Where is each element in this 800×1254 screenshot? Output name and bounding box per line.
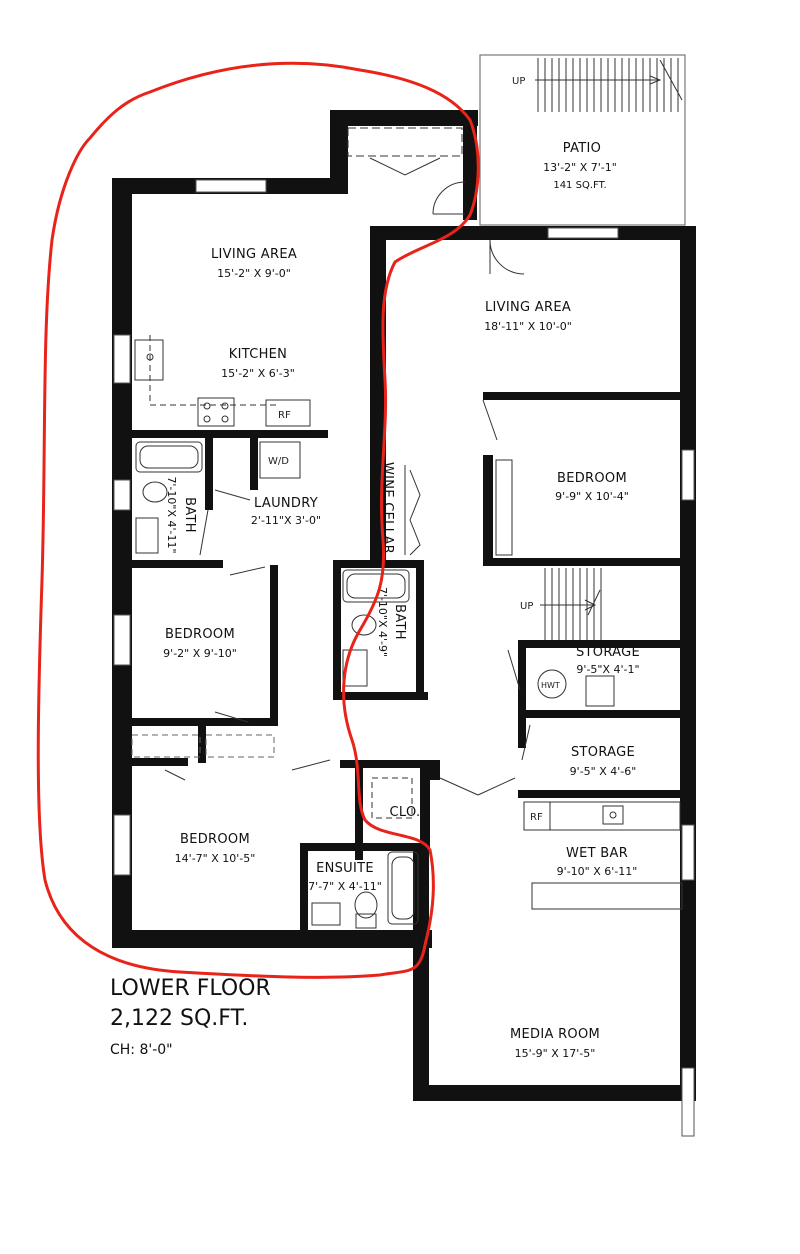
wall-midbath-left (333, 560, 341, 700)
living-left-name: LIVING AREA (211, 247, 297, 262)
wall-top-entry (330, 110, 478, 126)
fridge-label-left: RF (278, 410, 291, 421)
laundry-name: LAUNDRY (254, 496, 318, 511)
wall-bedroom-closet (483, 455, 493, 565)
bedroom-left-dim: 9'-2" X 9'-10" (163, 647, 237, 660)
wall-right (680, 226, 696, 1101)
bedroom-left-name: BEDROOM (165, 627, 235, 642)
living-right-name: LIVING AREA (485, 300, 571, 315)
stairs-up-right (540, 568, 602, 640)
wall-bedroom-top (483, 392, 683, 400)
washer-dryer-label: W/D (268, 456, 289, 467)
wall-midbath-bottom (333, 692, 428, 700)
entry-closet (347, 127, 466, 215)
media-room-dim: 15'-9" X 17'-5" (515, 1047, 596, 1060)
doors-left (164, 489, 331, 781)
patio: UP PATIO 13'-2" X 7'-1" 141 SQ.FT. (479, 54, 686, 226)
kitchen-name: KITCHEN (229, 347, 287, 362)
wet-bar-fixtures (523, 801, 683, 910)
wall-entry-right (463, 110, 477, 220)
windows (113, 179, 695, 1137)
patio-name: PATIO (563, 141, 601, 156)
wall-storage2-bottom (518, 790, 683, 798)
bath-mid-name: BATH (392, 604, 407, 640)
wall-bedroom-hall (270, 565, 278, 725)
bedroom-bottom-dim: 14'-7" X 10'-5" (175, 852, 256, 865)
wall-bottom-right (413, 1085, 696, 1101)
closet-name: CLO. (390, 805, 421, 820)
bath-left-fixtures (135, 441, 301, 554)
ensuite-fixtures (311, 777, 419, 929)
wall-storage2-left (518, 718, 526, 748)
wall-midbath-top (333, 560, 423, 568)
wall-bottom-left (112, 930, 432, 948)
bath-mid-dim: 7'-10"X 4'-9" (376, 587, 389, 657)
wall-storage1-bottom (518, 710, 683, 718)
wall-bath-laundry (205, 430, 213, 510)
wall-closet-top (340, 760, 430, 768)
storage-1-name: STORAGE (576, 645, 640, 660)
fridge-label-right: RF (530, 812, 543, 823)
storage-2-dim: 9'-5" X 4'-6" (570, 765, 637, 778)
bedroom-right-name: BEDROOM (557, 471, 627, 486)
wall-closet-bottom-l (128, 758, 188, 766)
stairs-up-label: UP (520, 601, 533, 612)
wine-cellar-door (404, 465, 421, 556)
wall-right-unit-top (370, 226, 695, 240)
storage-1-dim: 9'-5"X 4'-1" (576, 663, 639, 676)
floor-name: LOWER FLOOR (110, 976, 271, 1001)
laundry-dim: 2'-11"X 3'-0" (251, 514, 321, 527)
ensuite-name: ENSUITE (316, 861, 374, 876)
wall-bedroom-bottom (483, 558, 683, 566)
wall-media-left (413, 845, 429, 1101)
bath-left-name: BATH (182, 497, 197, 533)
kitchen-counter (134, 335, 311, 427)
wall-bedroom-ensuite (355, 760, 363, 860)
wall-top-step (330, 110, 348, 194)
red-annotation-outline (36, 61, 480, 979)
ensuite-dim: 7'-7" X 4'-11" (308, 880, 382, 893)
floor-area: 2,122 SQ.FT. (110, 1006, 248, 1031)
floor-ceiling-height: CH: 8'-0" (110, 1042, 173, 1058)
wall-ensuite-left (300, 843, 308, 933)
wall-hall-stub (430, 760, 440, 780)
kitchen-dim: 15'-2" X 6'-3" (221, 367, 295, 380)
wall-kitchen-bath (128, 430, 328, 438)
closet-left-b (205, 734, 275, 758)
patio-dim: 13'-2" X 7'-1" (543, 161, 617, 174)
wall-midbath-right (416, 560, 424, 700)
wall-storage1-left (518, 640, 526, 720)
wall-storage1-top (518, 640, 683, 648)
wet-bar-dim: 9'-10" X 6'-11" (557, 865, 638, 878)
patio-area: 141 SQ.FT. (553, 180, 606, 191)
bedroom-right-closet (495, 459, 513, 556)
wet-bar-name: WET BAR (566, 846, 628, 861)
bath-left-dim: 7'-10"X 4'-11" (165, 476, 178, 553)
closet-left-a (131, 734, 201, 758)
wall-bath-bedroom (128, 560, 223, 568)
right-doors (439, 239, 531, 796)
living-right-dim: 18'-11" X 10'-0" (484, 320, 572, 333)
storage-2-name: STORAGE (571, 745, 635, 760)
wall-closet-div (198, 718, 206, 763)
water-heater-label: HWT (541, 681, 560, 690)
living-left-dim: 15'-2" X 9'-0" (217, 267, 291, 280)
wall-ensuite-top (300, 843, 430, 851)
patio-stairs (535, 58, 683, 112)
wall-laundry-wd (250, 430, 258, 490)
bedroom-right-dim: 9'-9" X 10'-4" (555, 490, 629, 503)
bedroom-bottom-name: BEDROOM (180, 832, 250, 847)
patio-stairs-label: UP (512, 76, 525, 87)
media-room-name: MEDIA ROOM (510, 1027, 600, 1042)
water-heater (537, 669, 615, 707)
wall-closet-right (420, 760, 430, 850)
